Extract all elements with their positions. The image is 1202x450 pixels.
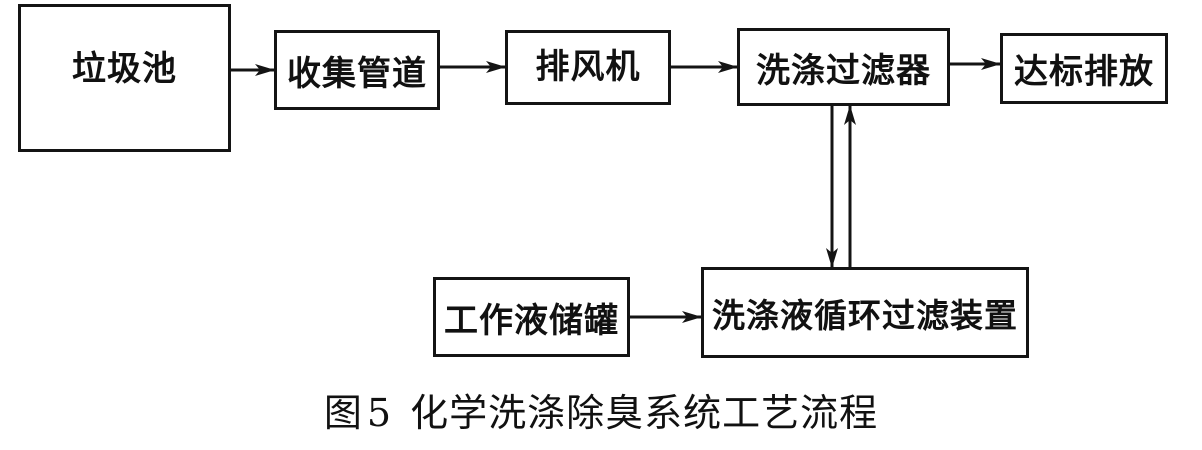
node-label: 排风机 xyxy=(535,47,641,87)
caption-prefix: 图 xyxy=(323,391,363,435)
node-collection-pipe: 收集管道 xyxy=(274,30,440,110)
node-circulation-filter-unit: 洗涤液循环过滤装置 xyxy=(701,267,1029,358)
node-exhaust-fan: 排风机 xyxy=(505,30,671,105)
caption-title: 化学洗涤除臭系统工艺流程 xyxy=(410,391,879,435)
node-label: 洗涤液循环过滤装置 xyxy=(712,295,1018,335)
node-label: 垃圾池 xyxy=(72,48,177,89)
node-scrubber-filter: 洗涤过滤器 xyxy=(737,28,950,106)
node-label: 达标排放 xyxy=(1014,52,1154,92)
node-garbage-pool: 垃圾池 xyxy=(18,4,231,152)
caption-number: 5 xyxy=(366,391,393,435)
node-compliant-discharge: 达标排放 xyxy=(1000,33,1168,104)
node-label: 工作液储罐 xyxy=(444,300,619,341)
node-label: 洗涤过滤器 xyxy=(756,50,931,91)
node-working-fluid-tank: 工作液储罐 xyxy=(433,277,630,357)
node-label: 收集管道 xyxy=(287,53,427,94)
